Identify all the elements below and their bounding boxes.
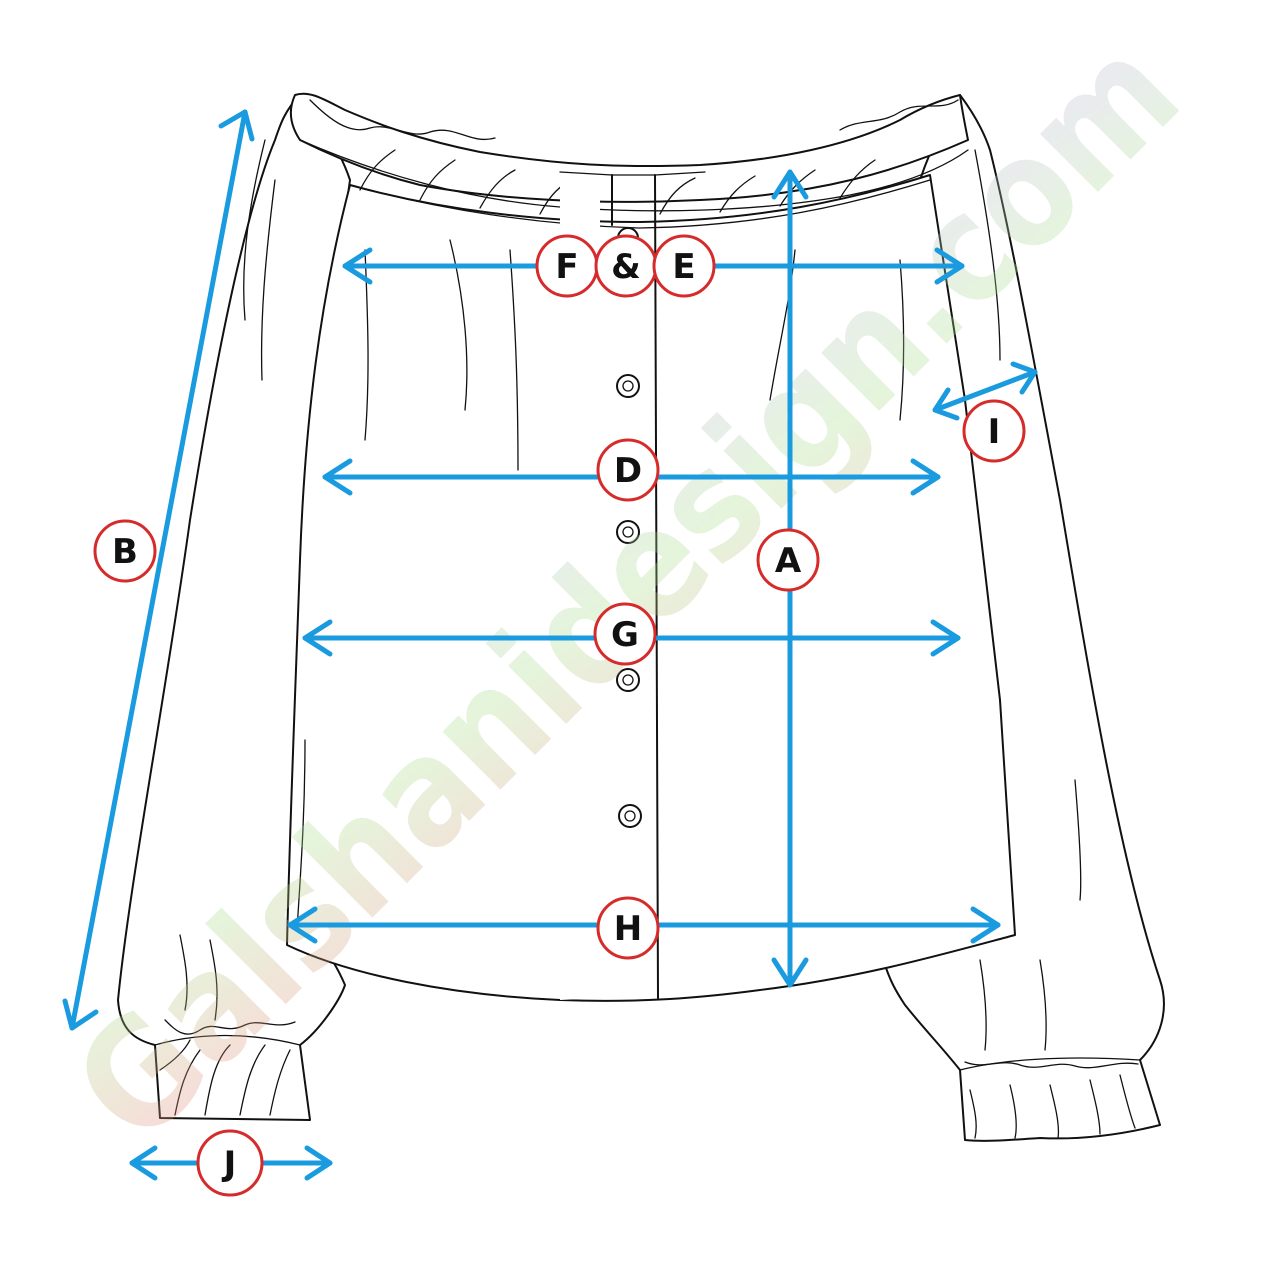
- button-2: [616, 374, 640, 398]
- label-j-text: J: [222, 1144, 237, 1184]
- neckline-ruffle: [289, 92, 969, 203]
- label-h-text: H: [614, 909, 642, 949]
- label-g: G: [593, 602, 657, 666]
- label-e-text: E: [672, 247, 695, 287]
- button-4: [616, 668, 640, 692]
- label-i-text: I: [988, 412, 1001, 452]
- label-b-text: B: [112, 532, 138, 572]
- label-amp: &: [594, 234, 658, 298]
- label-j: J: [196, 1129, 264, 1197]
- buttons: [616, 227, 642, 828]
- blouse-illustration: [117, 92, 1165, 1142]
- label-amp-text: &: [611, 247, 641, 287]
- measurement-labels: F & E D G H A B: [93, 234, 1026, 1197]
- label-d-text: D: [614, 451, 642, 491]
- blouse-body: [286, 174, 1016, 1002]
- measurement-arrows: [62, 109, 1038, 1181]
- label-b: B: [93, 519, 157, 583]
- label-d: D: [596, 438, 660, 502]
- label-e: E: [652, 234, 716, 298]
- arrow-b: [62, 109, 255, 1031]
- label-f-text: F: [555, 247, 578, 287]
- button-5: [618, 804, 642, 828]
- label-f: F: [535, 234, 599, 298]
- label-g-text: G: [611, 615, 639, 655]
- label-i: I: [962, 399, 1026, 463]
- button-3: [616, 520, 640, 544]
- label-a-text: A: [775, 541, 802, 581]
- arrow-i: [932, 361, 1038, 421]
- label-a: A: [756, 528, 820, 592]
- button-placket: [560, 172, 600, 1000]
- label-h: H: [596, 896, 660, 960]
